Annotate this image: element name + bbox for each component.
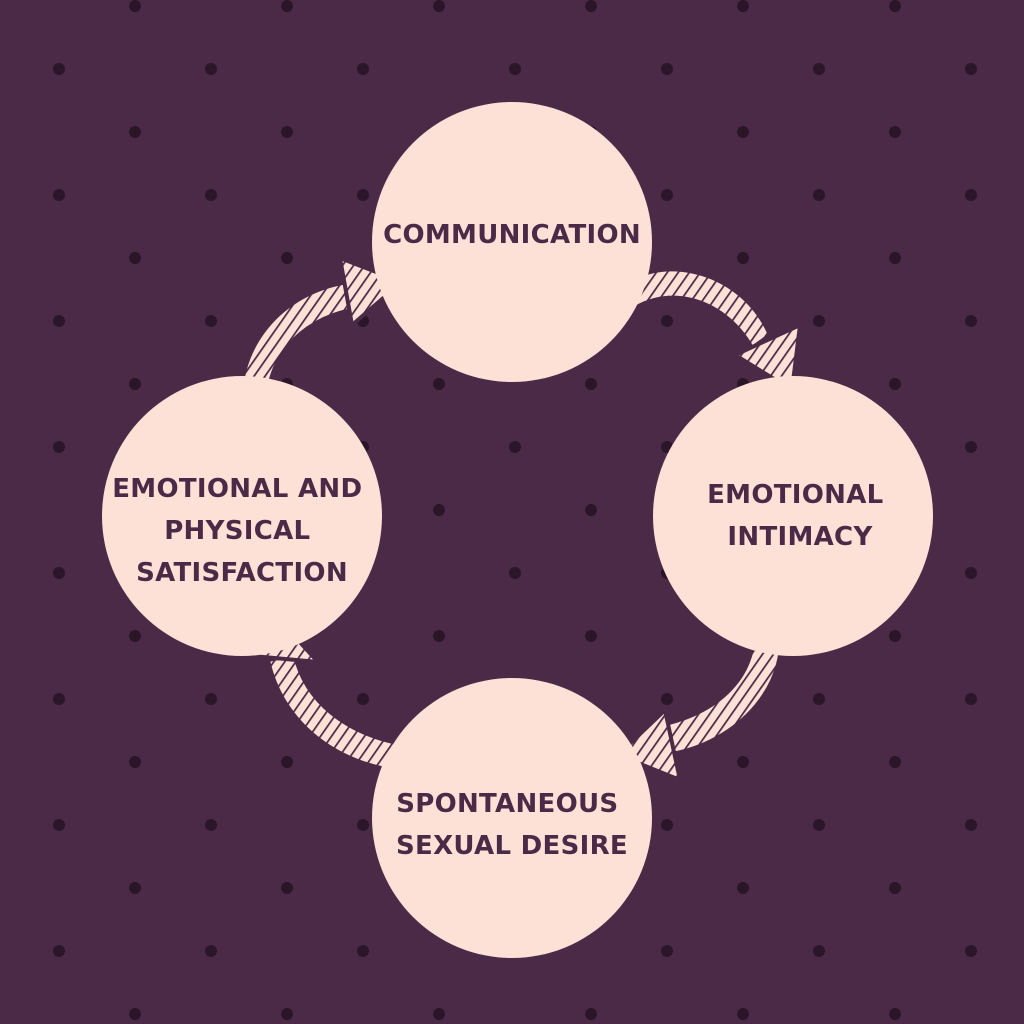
background-dot <box>965 945 977 957</box>
background-dot <box>357 63 369 75</box>
node-label-spontaneous-sexual-desire: SPONTANEOUS SEXUAL DESIRE <box>396 789 628 861</box>
background-dot <box>661 63 673 75</box>
background-dot <box>433 1008 445 1020</box>
background-dot <box>205 693 217 705</box>
background-dot <box>53 567 65 579</box>
background-dot <box>433 0 445 12</box>
background-dot <box>53 819 65 831</box>
background-dot <box>509 441 521 453</box>
background-dot <box>737 0 749 12</box>
background-dot <box>965 693 977 705</box>
background-dot <box>889 378 901 390</box>
background-dot <box>129 0 141 12</box>
node-emotional-intimacy: EMOTIONAL INTIMACY <box>653 376 933 656</box>
background-dot <box>965 441 977 453</box>
background-dot <box>965 315 977 327</box>
node-label-emotional-intimacy: EMOTIONAL INTIMACY <box>707 480 893 552</box>
background-dot <box>433 378 445 390</box>
background-dot <box>889 126 901 138</box>
background-dot <box>889 1008 901 1020</box>
background-dot <box>585 378 597 390</box>
background-dot <box>281 756 293 768</box>
background-dot <box>737 252 749 264</box>
background-dot <box>205 63 217 75</box>
node-label-communication: COMMUNICATION <box>383 220 641 250</box>
background-dot <box>965 63 977 75</box>
background-dot <box>53 945 65 957</box>
background-dot <box>661 315 673 327</box>
background-dot <box>813 189 825 201</box>
background-dot <box>53 315 65 327</box>
background-dot <box>281 0 293 12</box>
background-dot <box>889 0 901 12</box>
background-dot <box>813 945 825 957</box>
background-dot <box>205 189 217 201</box>
background-dot <box>509 567 521 579</box>
background-dot <box>433 504 445 516</box>
node-label-emotional-physical-satisfaction: EMOTIONAL AND PHYSICAL SATISFACTION <box>112 474 371 588</box>
background-dot <box>357 945 369 957</box>
background-dot <box>737 1008 749 1020</box>
background-dot <box>53 441 65 453</box>
background-dot <box>737 756 749 768</box>
background-dot <box>661 693 673 705</box>
node-emotional-physical-satisfaction: EMOTIONAL AND PHYSICAL SATISFACTION <box>102 376 382 656</box>
arrow-communication-to-emotional-intimacy <box>610 267 802 392</box>
background-dot <box>357 693 369 705</box>
background-dot <box>53 693 65 705</box>
background-dot <box>965 189 977 201</box>
background-dot <box>813 693 825 705</box>
arrow-emotional-intimacy-to-spontaneous-desire <box>616 613 784 782</box>
background-dot <box>889 630 901 642</box>
background-dot <box>889 882 901 894</box>
background-dot <box>357 819 369 831</box>
background-dot <box>965 567 977 579</box>
background-dot <box>889 756 901 768</box>
background-dot <box>585 504 597 516</box>
background-dot <box>129 126 141 138</box>
background-dot <box>585 0 597 12</box>
background-dot <box>661 189 673 201</box>
background-dot <box>661 819 673 831</box>
background-dot <box>53 63 65 75</box>
background-dot <box>129 882 141 894</box>
background-dot <box>585 1008 597 1020</box>
background-dot <box>205 945 217 957</box>
background-dot <box>281 126 293 138</box>
background-dot <box>889 252 901 264</box>
background-dot <box>205 315 217 327</box>
background-dot <box>509 63 521 75</box>
background-dot <box>129 378 141 390</box>
background-dot <box>965 819 977 831</box>
background-dot <box>281 882 293 894</box>
background-dot <box>53 189 65 201</box>
background-dot <box>737 126 749 138</box>
background-dot <box>205 819 217 831</box>
background-dot <box>281 252 293 264</box>
background-dot <box>813 63 825 75</box>
background-dot <box>737 882 749 894</box>
background-dot <box>585 630 597 642</box>
background-dot <box>357 189 369 201</box>
background-dot <box>433 630 445 642</box>
background-dot <box>129 252 141 264</box>
background-dot <box>129 630 141 642</box>
node-spontaneous-sexual-desire: SPONTANEOUS SEXUAL DESIRE <box>372 678 652 958</box>
background-dot <box>281 1008 293 1020</box>
background-dot <box>813 315 825 327</box>
background-dot <box>129 1008 141 1020</box>
background-dot <box>813 819 825 831</box>
background-dot <box>661 945 673 957</box>
node-communication: COMMUNICATION <box>372 102 652 382</box>
background-dot <box>129 756 141 768</box>
